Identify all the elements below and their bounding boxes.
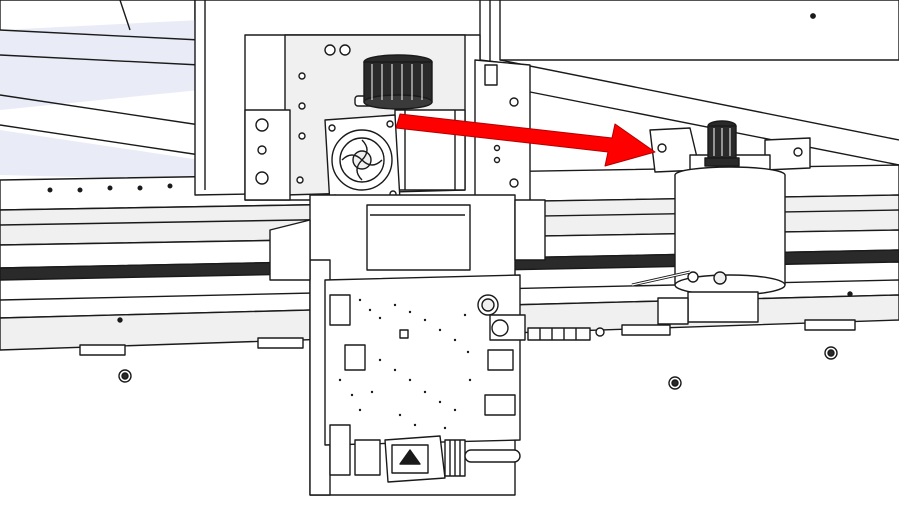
connector-plug — [329, 424, 521, 483]
background-frame — [0, 0, 899, 180]
tool-cylinder — [631, 120, 811, 325]
cooling-fan — [324, 114, 401, 206]
direction-arrow — [395, 113, 656, 167]
circuit-dots — [338, 298, 472, 430]
control-board — [324, 274, 591, 446]
